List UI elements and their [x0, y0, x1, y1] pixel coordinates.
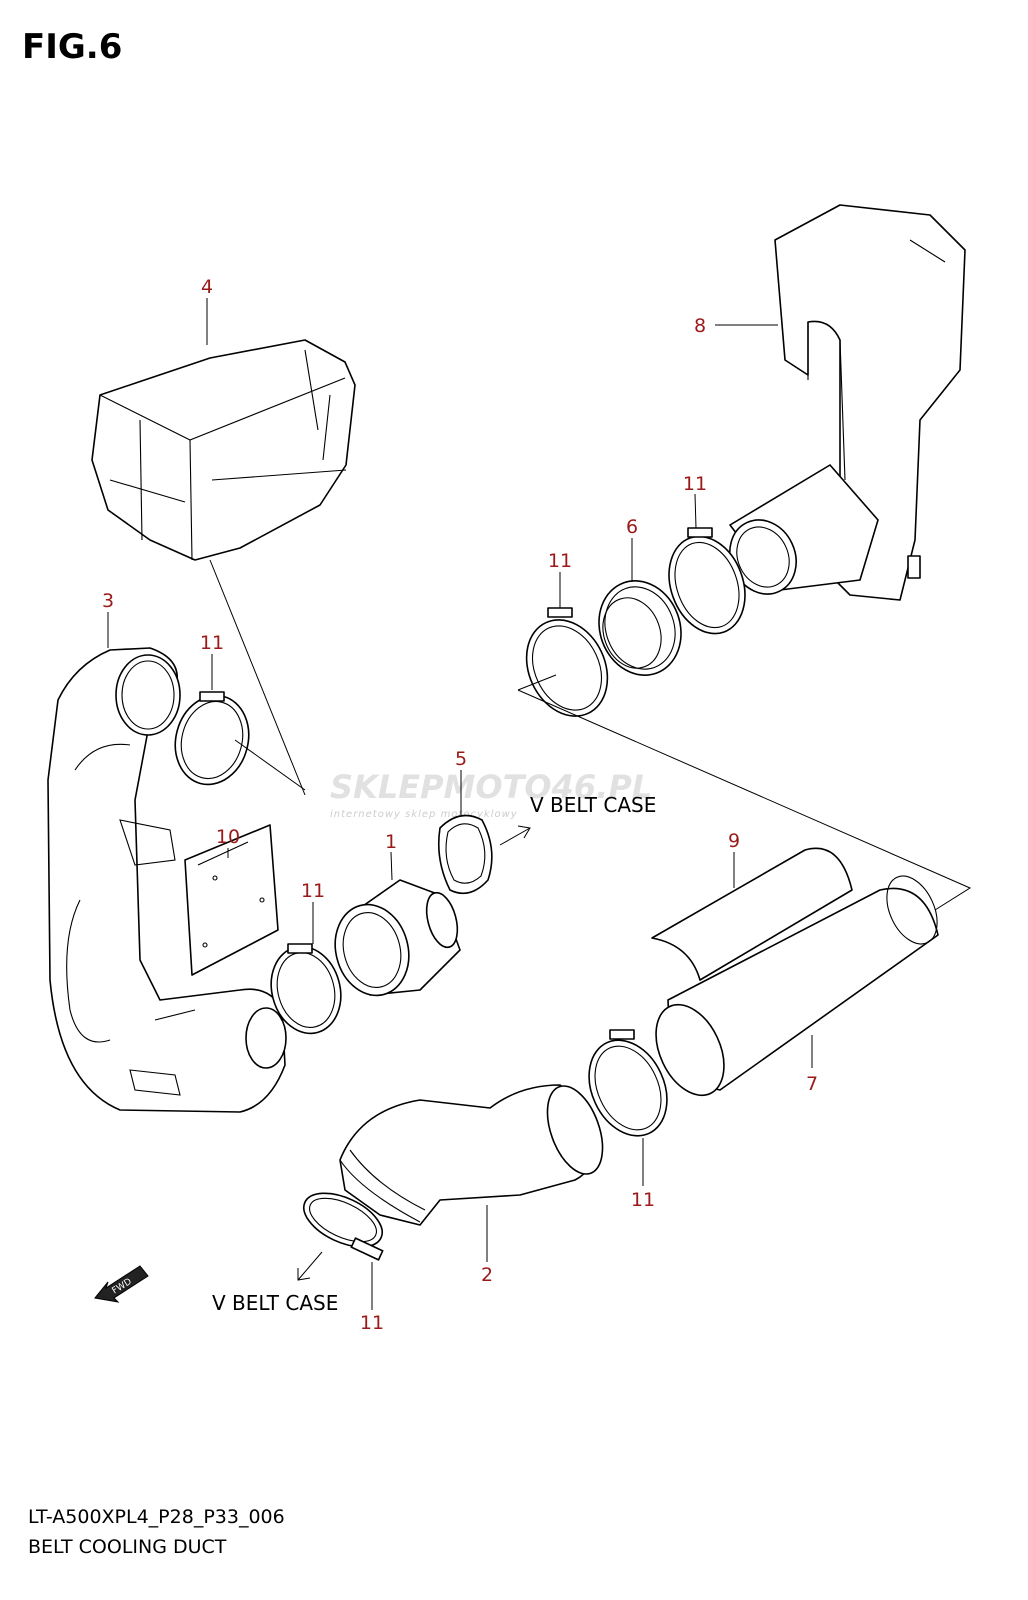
callouts: 4 3 11 10 11 1 5 6 11 11 8 9 7 11 2 11 [102, 276, 818, 1334]
callout-4: 4 [201, 276, 213, 298]
diagram-caption: BELT COOLING DUCT [28, 1536, 227, 1558]
callout-11: 11 [683, 473, 707, 495]
part-6-coupling [598, 580, 682, 676]
part-2-hose [339, 1084, 604, 1226]
watermark: SKLEPMOTO46.PL internetowy sklep motocyk… [330, 768, 652, 820]
watermark-brand: SKLEPMOTO46.PL [330, 768, 652, 806]
arrow-v-belt-case-lower [297, 1251, 323, 1281]
callout-5: 5 [455, 748, 467, 770]
part-1-coupling [334, 879, 461, 997]
model-code: LT-A500XPL4_P28_P33_006 [28, 1506, 285, 1528]
callout-7: 7 [806, 1073, 818, 1095]
clamp-11-a [174, 691, 250, 786]
callout-11: 11 [360, 1312, 384, 1334]
callout-11: 11 [548, 550, 572, 572]
callout-leaders [107, 298, 813, 1310]
callout-11: 11 [301, 880, 325, 902]
part-3-duct [47, 647, 287, 1113]
callout-3: 3 [102, 590, 114, 612]
label-v-belt-case-upper: V BELT CASE [530, 793, 656, 817]
assembly-leaders [209, 559, 972, 911]
callout-6: 6 [626, 516, 638, 538]
watermark-tagline: internetowy sklep motocyklowy [330, 809, 518, 820]
callout-10: 10 [216, 826, 240, 848]
callout-2: 2 [481, 1264, 493, 1286]
callout-1: 1 [385, 831, 397, 853]
part-8-upper-duct [774, 204, 966, 601]
callout-11: 11 [200, 632, 224, 654]
part-9-shield [651, 847, 853, 981]
label-v-belt-case-lower: V BELT CASE [212, 1291, 338, 1315]
part-4-cover [91, 339, 356, 561]
fwd-arrow-icon: FWD [94, 1265, 149, 1303]
part-10-pad [184, 824, 279, 976]
clamp-11-d [525, 607, 609, 717]
part-8-outlet [729, 464, 879, 595]
part-7-tube [655, 875, 939, 1097]
clamp-11-f [303, 1192, 384, 1261]
arrow-v-belt-case-upper [499, 825, 531, 846]
clamp-11-e [588, 1029, 668, 1137]
callout-8: 8 [694, 315, 706, 337]
part-5-seal [437, 814, 493, 895]
clamp-11-b [270, 943, 342, 1035]
clamp-11-c [668, 527, 746, 635]
figure-title: FIG.6 [22, 27, 122, 67]
callout-11: 11 [631, 1189, 655, 1211]
callout-9: 9 [728, 830, 740, 852]
